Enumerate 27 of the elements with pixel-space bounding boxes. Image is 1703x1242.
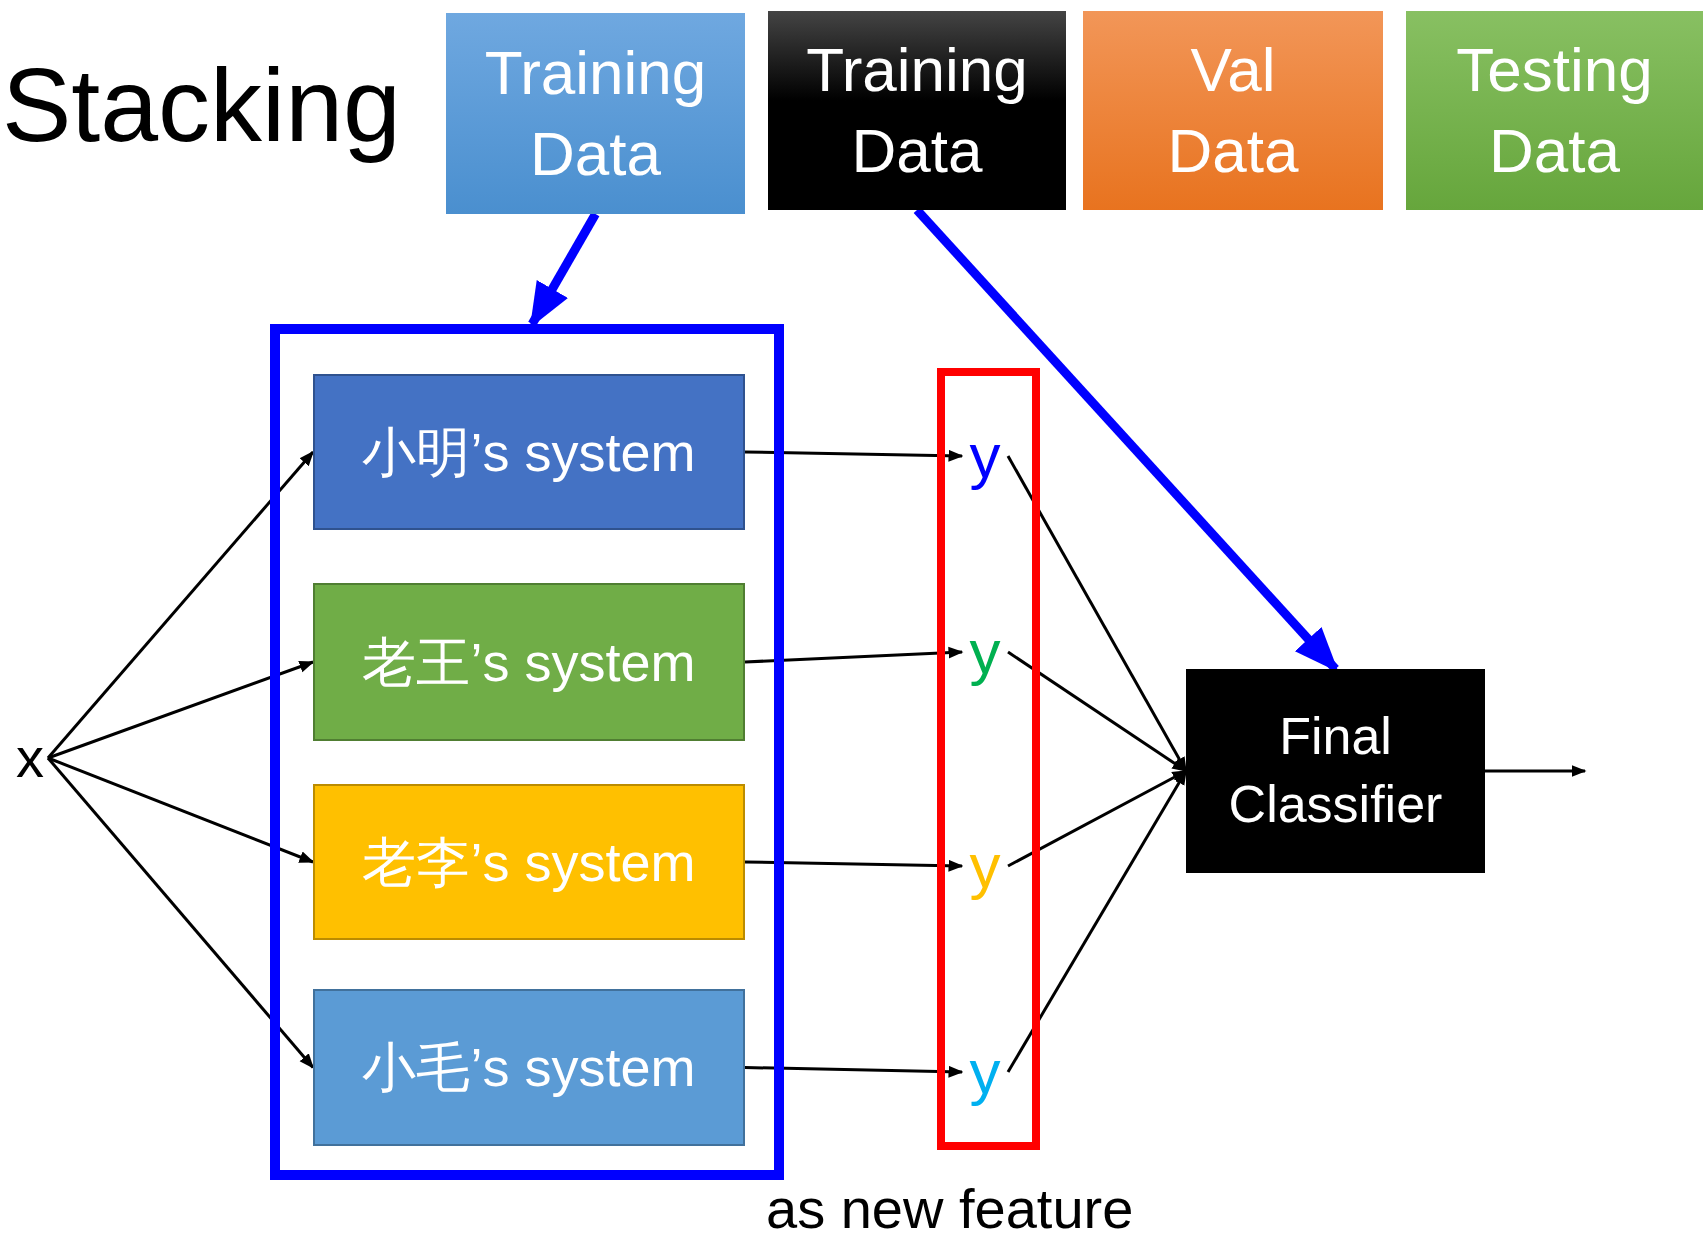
arrow	[47, 756, 315, 864]
system-box: 小明’s system	[313, 374, 745, 530]
classifier-box: Final Classifier	[1186, 669, 1485, 873]
data-box: Testing Data	[1406, 11, 1703, 210]
arrow	[46, 757, 315, 1069]
feature-group-box	[937, 368, 1040, 1150]
output-label: y	[962, 416, 1008, 496]
data-box: Training Data	[768, 11, 1066, 210]
arrow	[744, 1065, 964, 1078]
data-box: Training Data	[446, 13, 745, 214]
arrow	[744, 646, 964, 664]
data-box: Val Data	[1083, 11, 1383, 210]
output-label: y	[962, 612, 1008, 692]
arrow	[744, 449, 964, 462]
arrow	[744, 859, 964, 872]
system-box: 老李’s system	[313, 784, 745, 940]
system-box: 小毛’s system	[313, 989, 745, 1146]
title: Stacking	[2, 48, 401, 163]
output-label: y	[962, 826, 1008, 906]
output-label: y	[962, 1032, 1008, 1112]
arrow	[47, 660, 315, 760]
model-group-box	[270, 324, 784, 1180]
input-label: x	[12, 728, 48, 788]
caption-text: as new feature	[766, 1178, 1134, 1240]
arrow	[46, 450, 315, 759]
arrow	[1485, 765, 1587, 777]
system-box: 老王’s system	[313, 583, 745, 741]
